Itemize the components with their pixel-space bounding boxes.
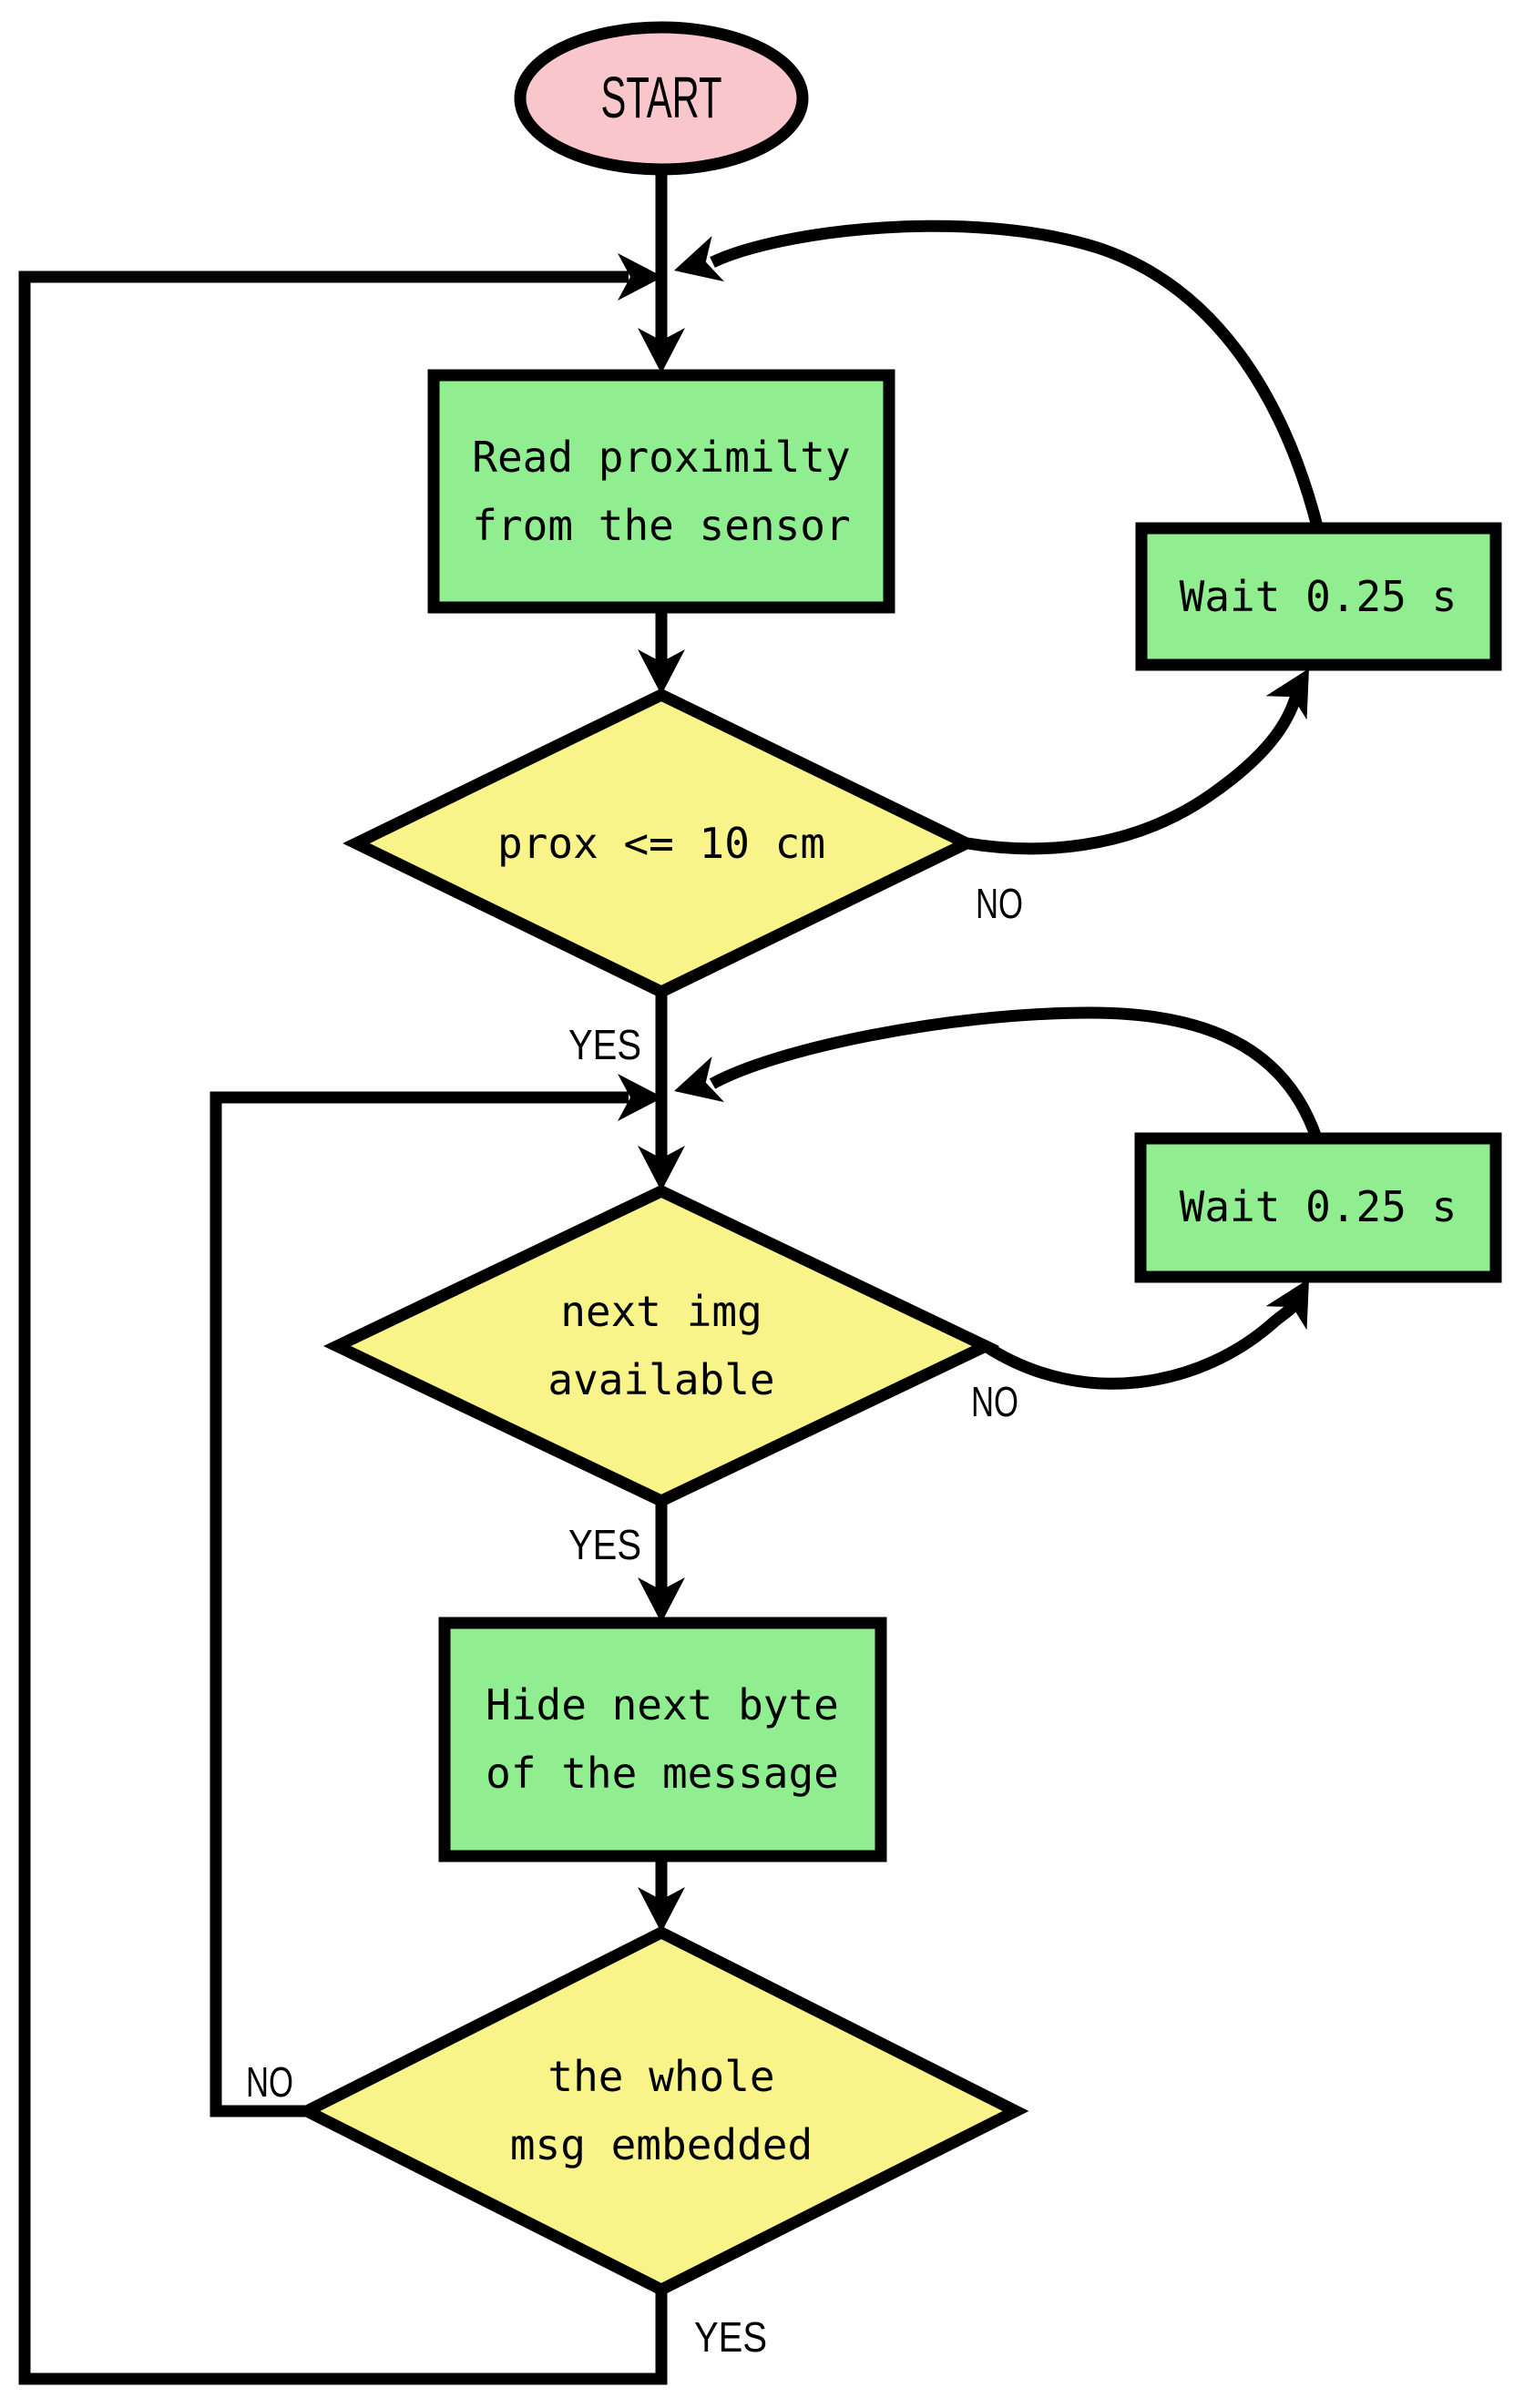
hide-byte-box bbox=[438, 1617, 887, 1862]
msg-check-line1: the whole bbox=[547, 2052, 774, 2101]
wait-box-top bbox=[1135, 522, 1502, 671]
msg-yes-label: YES bbox=[694, 2313, 767, 2361]
hide-byte-line1: Hide next byte bbox=[486, 1680, 839, 1729]
read-proximity-line1: Read proximilty bbox=[472, 433, 850, 482]
edge-wait-to-junction2 bbox=[709, 1006, 1324, 1143]
img-check-line1: next img bbox=[560, 1287, 762, 1336]
msg-check-line2: msg embedded bbox=[510, 2120, 813, 2169]
edge-img-no-to-wait bbox=[982, 1302, 1297, 1390]
edge-group bbox=[18, 169, 1325, 2385]
edge-msg-yes-outer-loop bbox=[18, 270, 668, 2385]
read-proximity-box bbox=[427, 369, 895, 614]
wait-box-middle bbox=[1134, 1132, 1502, 1283]
wait-box-top-label: Wait 0.25 s bbox=[1180, 572, 1458, 621]
prox-no-label: NO bbox=[976, 880, 1023, 927]
msg-check-diamond bbox=[293, 1925, 1029, 2297]
read-proximity-line2: from the sensor bbox=[472, 501, 850, 550]
img-check-diamond bbox=[322, 1184, 1000, 1508]
edge-msg-no-inner-loop bbox=[210, 1091, 629, 2117]
img-yes-label: YES bbox=[568, 1521, 641, 1568]
start-label: START bbox=[601, 65, 722, 130]
start-terminator bbox=[514, 21, 809, 176]
img-check-line2: available bbox=[547, 1355, 774, 1404]
wait-box-middle-label: Wait 0.25 s bbox=[1180, 1182, 1458, 1231]
hide-byte-line2: of the message bbox=[486, 1749, 839, 1798]
prox-check-label: prox <= 10 cm bbox=[497, 819, 825, 868]
prox-yes-label: YES bbox=[568, 1021, 641, 1068]
prox-check-diamond bbox=[343, 688, 980, 999]
img-no-label: NO bbox=[971, 1378, 1018, 1425]
edge-wait-to-junction1 bbox=[710, 219, 1325, 532]
edge-prox-no-to-wait bbox=[966, 693, 1303, 855]
msg-no-label: NO bbox=[246, 2058, 293, 2106]
